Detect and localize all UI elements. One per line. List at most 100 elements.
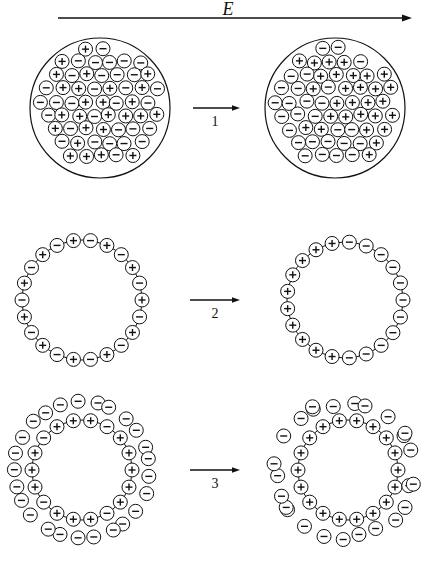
ion-circle [50, 420, 64, 434]
ion-sign [92, 62, 99, 63]
ion-circle [353, 80, 367, 94]
ion-circle [291, 463, 305, 477]
ion-sign [360, 84, 361, 91]
ion-circle [88, 82, 102, 96]
ion-sign [53, 102, 60, 103]
ion-sign [294, 113, 301, 114]
ion-sign [309, 406, 316, 407]
ion-circle [126, 122, 140, 136]
ion-sign [61, 111, 62, 118]
ion-circle [66, 512, 80, 526]
ion-circle [37, 495, 51, 509]
ion-circle [126, 148, 140, 162]
ion-sign [77, 140, 78, 147]
ion-sign [120, 499, 121, 506]
ion-sign [322, 510, 323, 517]
ion-sign [304, 73, 311, 74]
ion-sign [343, 59, 344, 66]
ion-circle [345, 123, 359, 137]
ion-circle [127, 68, 141, 82]
ring-line [287, 242, 403, 358]
ion-circle [291, 107, 305, 121]
ion-circle [23, 508, 37, 522]
ion-circle [71, 531, 85, 545]
ion-sign [283, 507, 290, 508]
ion-circle [117, 54, 131, 68]
ion-circle [297, 519, 311, 533]
ion-sign [118, 254, 125, 255]
ion-sign [345, 85, 346, 92]
ion-sign [339, 516, 340, 523]
ion-sign [11, 469, 18, 470]
ion-sign [86, 153, 87, 160]
ion-circle [96, 42, 110, 56]
ion-circle [306, 82, 320, 96]
ion-sign [137, 62, 144, 63]
ion-circle [100, 238, 114, 252]
ion-circle [94, 148, 108, 162]
ion-circle [331, 123, 345, 137]
ion-sign [102, 99, 103, 106]
ion-sign [351, 403, 358, 404]
ion-circle [267, 457, 281, 471]
ion-circle [354, 107, 368, 121]
ion-sign [336, 71, 337, 78]
ion-sign [297, 467, 298, 474]
ion-sign [90, 417, 91, 424]
ion-circle [50, 348, 64, 362]
ion-circle [26, 414, 40, 428]
arrow-head [232, 297, 240, 303]
ion-sign [353, 72, 354, 79]
ion-sign [274, 475, 281, 476]
ion-sign [402, 507, 409, 508]
ion-sign [392, 519, 399, 520]
ion-circle [80, 67, 94, 81]
ion-sign [129, 128, 136, 129]
ion-circle [337, 55, 351, 69]
sphere-outline [265, 38, 405, 178]
ion-sign [355, 534, 362, 535]
ion-sign [24, 313, 25, 320]
ion-circle [308, 109, 322, 123]
ion-sign [42, 251, 43, 258]
ion-sign [372, 423, 373, 430]
ion-sign [27, 514, 34, 515]
ion-sign [146, 128, 153, 129]
ion-sign [333, 155, 340, 156]
ion-sign [43, 87, 50, 88]
ion-sign [280, 435, 287, 436]
ion-sign [302, 155, 309, 156]
ion-sign [131, 74, 138, 75]
ion-sign [110, 529, 117, 530]
ion-sign [300, 449, 301, 456]
ion-circle [329, 149, 343, 163]
ion-circle [350, 414, 364, 428]
ion-sign [368, 151, 369, 158]
ion-circle [309, 243, 323, 257]
ion-sign [132, 264, 133, 271]
ion-circle [28, 480, 42, 494]
ion-sign [299, 57, 300, 64]
ion-sign [19, 437, 26, 438]
ion-circle [386, 260, 400, 274]
ion-circle [277, 429, 291, 443]
ion-circle [79, 95, 93, 109]
ion-sign [122, 87, 129, 88]
ion-sign [321, 126, 322, 133]
ion-sign [55, 125, 56, 132]
ion-circle [295, 332, 309, 346]
ion-circle [16, 430, 30, 444]
ion-sign [104, 513, 111, 514]
ion-circle [50, 238, 64, 252]
ion-sign [19, 299, 26, 300]
ion-circle [100, 348, 114, 362]
ion-sign [378, 345, 385, 346]
ion-circle [84, 234, 98, 248]
ion-sign [401, 433, 408, 434]
ion-circle [374, 248, 388, 262]
ion-circle [389, 513, 403, 527]
ion-circle [388, 446, 402, 460]
ion-sign [79, 113, 80, 120]
ion-circle [322, 55, 336, 69]
